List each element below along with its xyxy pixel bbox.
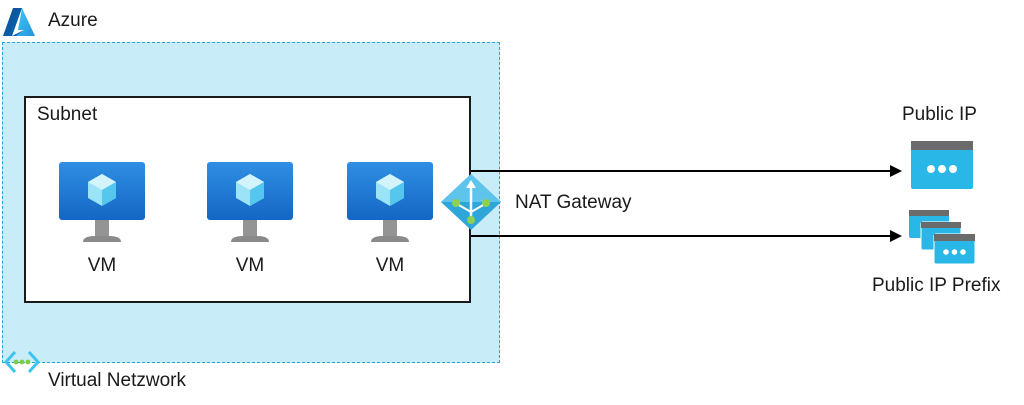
- public-ip-prefix-label: Public IP Prefix: [872, 275, 1001, 296]
- vm-label: VM: [235, 255, 265, 276]
- virtual-machine-icon: [207, 162, 293, 242]
- virtual-machine-icon: [347, 162, 433, 242]
- public-ip-prefix-icon: [909, 210, 976, 265]
- public-ip-icon: [911, 141, 973, 189]
- nat-gateway-label: NAT Gateway: [515, 192, 632, 213]
- vm-label: VM: [375, 255, 405, 276]
- nat-gateway-icon: [441, 174, 501, 230]
- vm-label: VM: [87, 255, 117, 276]
- azure-logo-icon: [3, 8, 35, 36]
- azure-label: Azure: [48, 10, 98, 31]
- virtual-machine-icon: [59, 162, 145, 242]
- public-ip-label: Public IP: [902, 104, 977, 125]
- virtual-network-label: Virtual Netzwork: [48, 370, 186, 391]
- subnet-label: Subnet: [37, 104, 98, 125]
- virtual-network-icon: [4, 350, 40, 374]
